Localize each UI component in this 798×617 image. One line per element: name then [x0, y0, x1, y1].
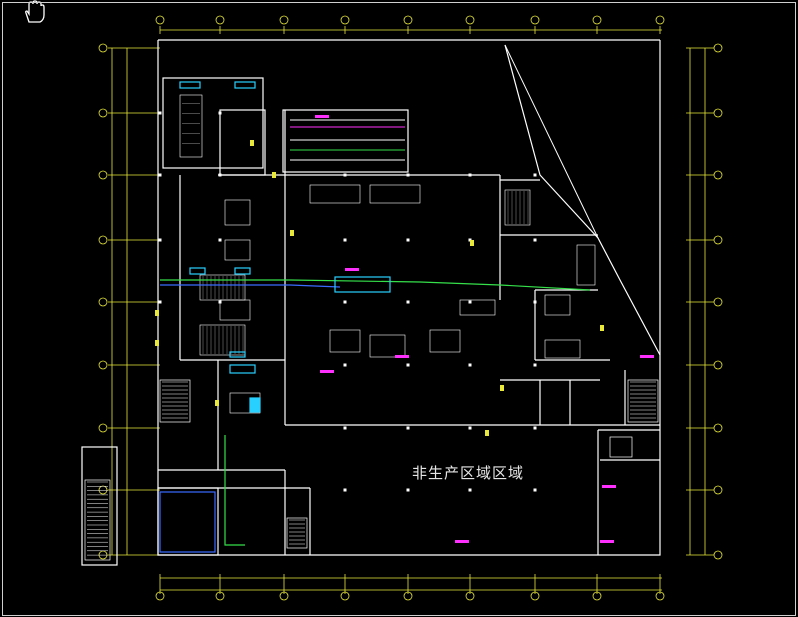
- magenta-tags: [315, 115, 654, 543]
- column: [533, 363, 537, 367]
- grid-bubble-bottom: [465, 591, 475, 601]
- grid-bubble-bottom: [655, 591, 665, 601]
- magenta-tag: [600, 540, 614, 543]
- stairs: [84, 379, 659, 561]
- grid-bubble-top: [215, 15, 225, 25]
- column: [468, 300, 472, 304]
- column: [343, 238, 347, 242]
- yellow-marker: [155, 340, 159, 346]
- grid-bubble-bottom: [592, 591, 602, 601]
- grid-bubble-left: [98, 108, 108, 118]
- production-line: [290, 119, 405, 161]
- stair-treads: [87, 381, 656, 556]
- grid-bubble-bottom: [215, 591, 225, 601]
- yellow-marker: [155, 310, 159, 316]
- column: [468, 426, 472, 430]
- equipment-hatching: [182, 103, 529, 354]
- yellow-marker: [600, 325, 604, 331]
- column: [218, 238, 222, 242]
- grid-bubble-top: [155, 15, 165, 25]
- grid-bubble-right: [713, 485, 723, 495]
- diagonal-wall: [504, 44, 599, 239]
- transport-route: [160, 276, 591, 546]
- grid-bubble-right: [713, 297, 723, 307]
- column: [158, 300, 162, 304]
- column: [406, 488, 410, 492]
- yellow-marker: [485, 430, 489, 436]
- column: [406, 300, 410, 304]
- column: [158, 173, 162, 177]
- grid-bubble-left: [98, 360, 108, 370]
- column: [406, 173, 410, 177]
- grid-bubble-top: [655, 15, 665, 25]
- column: [218, 111, 222, 115]
- grid-bubble-left: [98, 235, 108, 245]
- column: [406, 363, 410, 367]
- column: [343, 363, 347, 367]
- grid-bubble-top: [340, 15, 350, 25]
- grid-bubbles: [98, 15, 723, 601]
- yellow-marker: [215, 400, 219, 406]
- grid-bubble-right: [713, 360, 723, 370]
- column: [533, 173, 537, 177]
- magenta-tag: [345, 268, 359, 271]
- yellow-marker: [272, 172, 276, 178]
- column: [406, 238, 410, 242]
- column: [533, 238, 537, 242]
- axis-ticks: [108, 26, 714, 594]
- column: [158, 111, 162, 115]
- magenta-tag: [315, 115, 329, 118]
- grid-bubble-left: [98, 170, 108, 180]
- column: [468, 488, 472, 492]
- dimension-lines: [111, 29, 706, 591]
- grid-bubble-right: [713, 423, 723, 433]
- grid-bubble-right: [713, 43, 723, 53]
- yellow-marker: [290, 230, 294, 236]
- grid-bubble-top: [403, 15, 413, 25]
- grid-bubble-bottom: [340, 591, 350, 601]
- yellow-marker: [500, 385, 504, 391]
- grid-bubble-top: [279, 15, 289, 25]
- column: [343, 426, 347, 430]
- column: [343, 173, 347, 177]
- grid-bubble-left: [98, 43, 108, 53]
- column: [343, 488, 347, 492]
- grid-bubble-left: [98, 485, 108, 495]
- magenta-tag: [640, 355, 654, 358]
- grid-bubble-bottom: [279, 591, 289, 601]
- grid-bubble-bottom: [530, 591, 540, 601]
- magenta-tag: [602, 485, 616, 488]
- building-outline: [81, 39, 661, 566]
- grid-bubble-top: [465, 15, 475, 25]
- yellow-markers: [155, 140, 604, 436]
- grid-bubble-right: [713, 170, 723, 180]
- colored-markers: [159, 81, 261, 553]
- grid-bubble-right: [713, 108, 723, 118]
- column: [533, 426, 537, 430]
- grid-bubble-bottom: [403, 591, 413, 601]
- column: [218, 173, 222, 177]
- column: [158, 238, 162, 242]
- grid-bubble-right: [713, 550, 723, 560]
- grid-bubble-bottom: [155, 591, 165, 601]
- grid-bubble-right: [713, 235, 723, 245]
- column: [406, 426, 410, 430]
- grid-bubble-left: [98, 423, 108, 433]
- grid-bubble-top: [530, 15, 540, 25]
- grid-bubble-top: [592, 15, 602, 25]
- magenta-tag: [395, 355, 409, 358]
- magenta-tag: [455, 540, 469, 543]
- yellow-marker: [470, 240, 474, 246]
- column: [343, 300, 347, 304]
- column: [468, 173, 472, 177]
- grid-bubble-left: [98, 297, 108, 307]
- column: [533, 488, 537, 492]
- column: [533, 300, 537, 304]
- column: [468, 363, 472, 367]
- magenta-tag: [320, 370, 334, 373]
- yellow-marker: [250, 140, 254, 146]
- zone-label: 非生产区域区域: [412, 464, 525, 482]
